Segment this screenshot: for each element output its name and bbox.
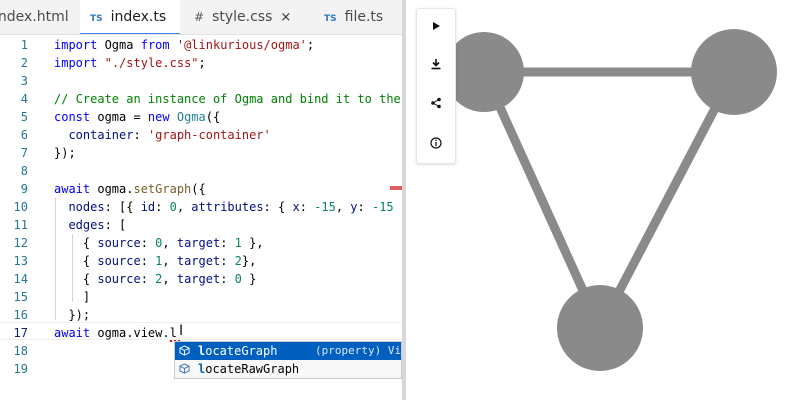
graph-node[interactable] <box>557 285 643 371</box>
tab-label: index.ts <box>110 9 167 25</box>
property-cube-icon <box>179 345 190 356</box>
line-number: 19 <box>13 362 28 376</box>
tab-label: index.html <box>0 9 69 25</box>
code-line: edges: [ <box>68 218 127 232</box>
code-line: const ogma = new Ogma({ <box>54 110 221 124</box>
css-file-icon: # <box>194 10 205 24</box>
line-number: 9 <box>20 182 28 196</box>
graph-node[interactable] <box>444 32 524 112</box>
suggestion-item[interactable]: locateRawGraph <box>175 360 401 378</box>
play-icon <box>433 22 440 30</box>
line-number: 18 <box>13 344 28 358</box>
code-line: { source: 2, target: 0 } <box>54 272 257 286</box>
line-number: 8 <box>20 164 28 178</box>
code-line: { source: 1, target: 2}, <box>54 254 257 268</box>
line-number: 16 <box>13 308 28 322</box>
close-icon[interactable]: × <box>280 10 292 25</box>
suggestion-label: locateGraph <box>198 344 278 358</box>
info-icon <box>430 137 442 149</box>
line-number: 12 <box>13 236 28 250</box>
code-line: ] <box>54 290 91 304</box>
download-button[interactable] <box>417 49 455 79</box>
line-number: 4 <box>20 92 28 106</box>
line-number: 7 <box>20 146 28 160</box>
suggestion-detail: (property) View.locateGraph <box>315 344 402 357</box>
code-line: import "./style.css"; <box>54 56 206 70</box>
code-line: }); <box>54 146 76 160</box>
line-number: 5 <box>20 110 28 124</box>
text-cursor-icon: I <box>179 323 184 339</box>
graph-canvas[interactable] <box>406 0 800 400</box>
property-cube-icon <box>179 363 190 374</box>
code-line: }); <box>54 308 91 322</box>
code-line: { source: 0, target: 1 }, <box>54 236 264 250</box>
share-icon <box>431 97 441 109</box>
line-number: 3 <box>20 74 28 88</box>
tab-style-css[interactable]: # style.css × <box>186 0 301 34</box>
typescript-file-icon: TS <box>324 14 337 24</box>
download-icon <box>431 59 441 70</box>
code-line: await ogma.view.l <box>54 326 177 340</box>
indent-guide <box>72 234 73 302</box>
code-line: // Create an instance of Ogma and bind i… <box>54 92 401 106</box>
line-number: 17 <box>13 326 28 340</box>
error-marker-icon <box>390 186 402 190</box>
line-number: 11 <box>13 218 28 232</box>
pane-divider[interactable] <box>402 0 406 400</box>
graph-preview[interactable] <box>406 0 800 400</box>
tab-bar: index.html TS index.ts # style.css × TS file… <box>0 0 402 35</box>
typescript-file-icon: TS <box>90 14 103 24</box>
line-number: 14 <box>13 272 28 286</box>
tab-index-html[interactable]: index.html <box>0 0 81 34</box>
run-button[interactable] <box>417 11 455 41</box>
share-button[interactable] <box>417 88 455 118</box>
tab-index-ts[interactable]: TS index.ts <box>80 0 181 34</box>
tab-label: style.css <box>212 9 273 25</box>
tab-label: file.ts <box>344 9 384 25</box>
line-number: 1 <box>20 38 28 52</box>
autocomplete-suggestions[interactable]: locateGraph (property) View.locateGraph … <box>174 341 402 379</box>
suggestion-item[interactable]: locateGraph (property) View.locateGraph <box>175 342 402 360</box>
code-editor[interactable]: index.html TS index.ts # style.css × TS file… <box>0 0 402 400</box>
indent-guide <box>55 198 56 320</box>
code-line: await ogma.setGraph({ <box>54 182 206 196</box>
line-number: 13 <box>13 254 28 268</box>
graph-edge <box>479 70 605 330</box>
line-number: 10 <box>13 200 28 214</box>
line-number: 2 <box>20 56 28 70</box>
code-line: container: 'graph-container' <box>68 128 271 142</box>
graph-node[interactable] <box>691 29 777 115</box>
preview-toolbar <box>416 8 456 164</box>
code-line: import Ogma from '@linkurious/ogma'; <box>54 38 315 52</box>
current-line-highlight <box>0 322 402 340</box>
line-number: 6 <box>20 128 28 142</box>
info-button[interactable] <box>417 128 455 158</box>
suggestion-label: locateRawGraph <box>198 362 300 376</box>
graph-edge <box>596 69 738 331</box>
tab-file-ts[interactable]: TS file.ts <box>316 0 393 34</box>
line-number: 15 <box>13 290 28 304</box>
code-line: nodes: [{ id: 0, attributes: { x: -15, y… <box>68 200 402 214</box>
